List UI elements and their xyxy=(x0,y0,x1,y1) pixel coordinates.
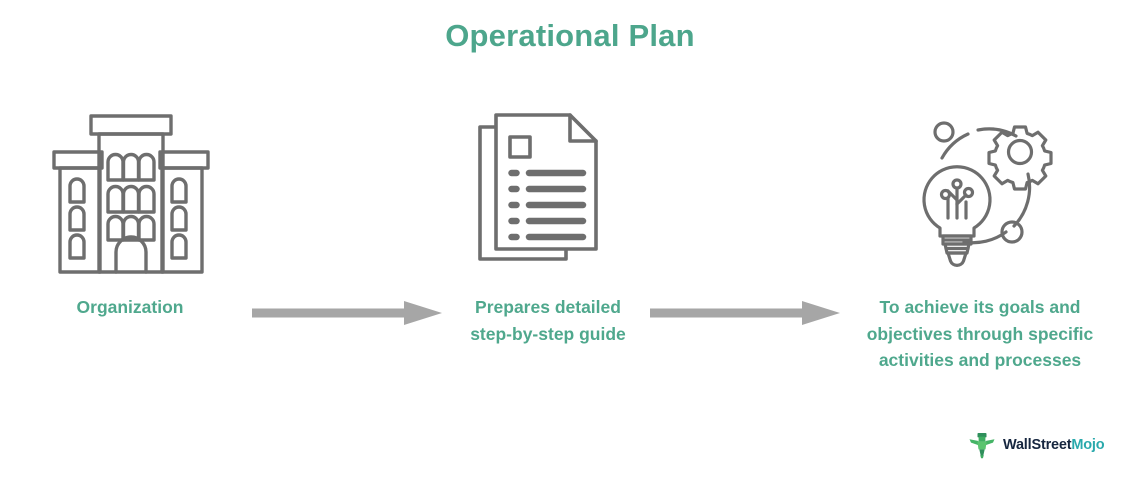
flow-stage-organization: Organization xyxy=(0,100,280,321)
flow-stage-label-line: Prepares detailed xyxy=(475,297,621,317)
flow-stage-label-line: step-by-step guide xyxy=(470,323,626,344)
wallstreetmojo-logo: WallStreetMojo xyxy=(967,430,1105,460)
logo-wordmark-primary: WallStreet xyxy=(1003,437,1072,453)
flow-stage-label: To achieve its goals and objectives thro… xyxy=(830,294,1130,374)
flow-stage-label: Prepares detailed step-by-step guide xyxy=(398,294,698,347)
page-title: Operational Plan xyxy=(445,18,695,53)
wallstreetmojo-bull-icon xyxy=(967,430,997,460)
flow-stage-label-line: Organization xyxy=(76,297,184,317)
lightbulb-gear-idea-icon xyxy=(830,100,1130,280)
office-building-icon xyxy=(0,100,280,280)
logo-wordmark-accent: Mojo xyxy=(1071,437,1105,453)
flow-stage-achieve-goals: To achieve its goals and objectives thro… xyxy=(830,100,1130,374)
process-flow: Organization xyxy=(0,100,1140,400)
right-arrow-icon xyxy=(252,298,448,328)
flow-stage-prepares-guide: Prepares detailed step-by-step guide xyxy=(398,100,698,347)
right-arrow-icon xyxy=(650,298,846,328)
flow-stage-label-line: objectives through specific xyxy=(866,323,1094,344)
logo-wordmark: WallStreetMojo xyxy=(1003,437,1105,453)
flow-stage-label-line: activities and processes xyxy=(878,350,1082,371)
flow-stage-label-line: To achieve its goals and xyxy=(879,297,1081,317)
flow-stage-label: Organization xyxy=(0,294,280,321)
documents-checklist-icon xyxy=(398,100,698,280)
